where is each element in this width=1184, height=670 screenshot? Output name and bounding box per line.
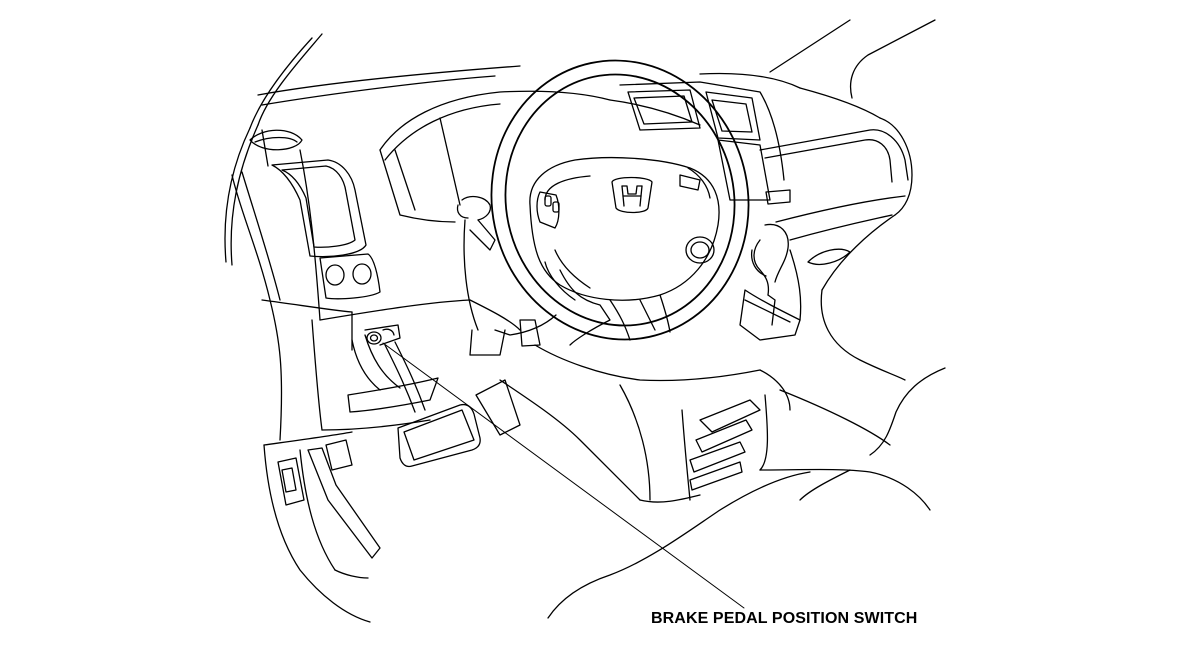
accelerator-pedal <box>475 379 521 436</box>
turn-signal-stalk <box>456 195 496 251</box>
dashboard-top <box>257 19 936 119</box>
callout-label: BRAKE PEDAL POSITION SWITCH <box>651 610 918 627</box>
left-air-vent <box>249 129 381 300</box>
steering-wheel-hub <box>529 157 720 346</box>
steering-wheel <box>490 59 750 341</box>
a-pillar <box>224 33 323 266</box>
parking-brake-pedal <box>277 439 381 559</box>
center-vents <box>627 89 791 205</box>
callout-leader-line <box>382 342 745 609</box>
gear-shifter <box>739 223 801 341</box>
instrument-cluster-hood <box>379 81 785 223</box>
center-console-lower <box>681 394 769 501</box>
knee-panel <box>311 299 521 431</box>
steering-column <box>463 219 791 503</box>
floor-console <box>547 389 931 619</box>
brake-pedal-position-switch <box>364 324 401 346</box>
door-sill <box>263 444 371 623</box>
honda-h-logo-icon <box>611 176 653 214</box>
left-dash-panel <box>231 129 471 446</box>
passenger-dash <box>759 117 946 456</box>
